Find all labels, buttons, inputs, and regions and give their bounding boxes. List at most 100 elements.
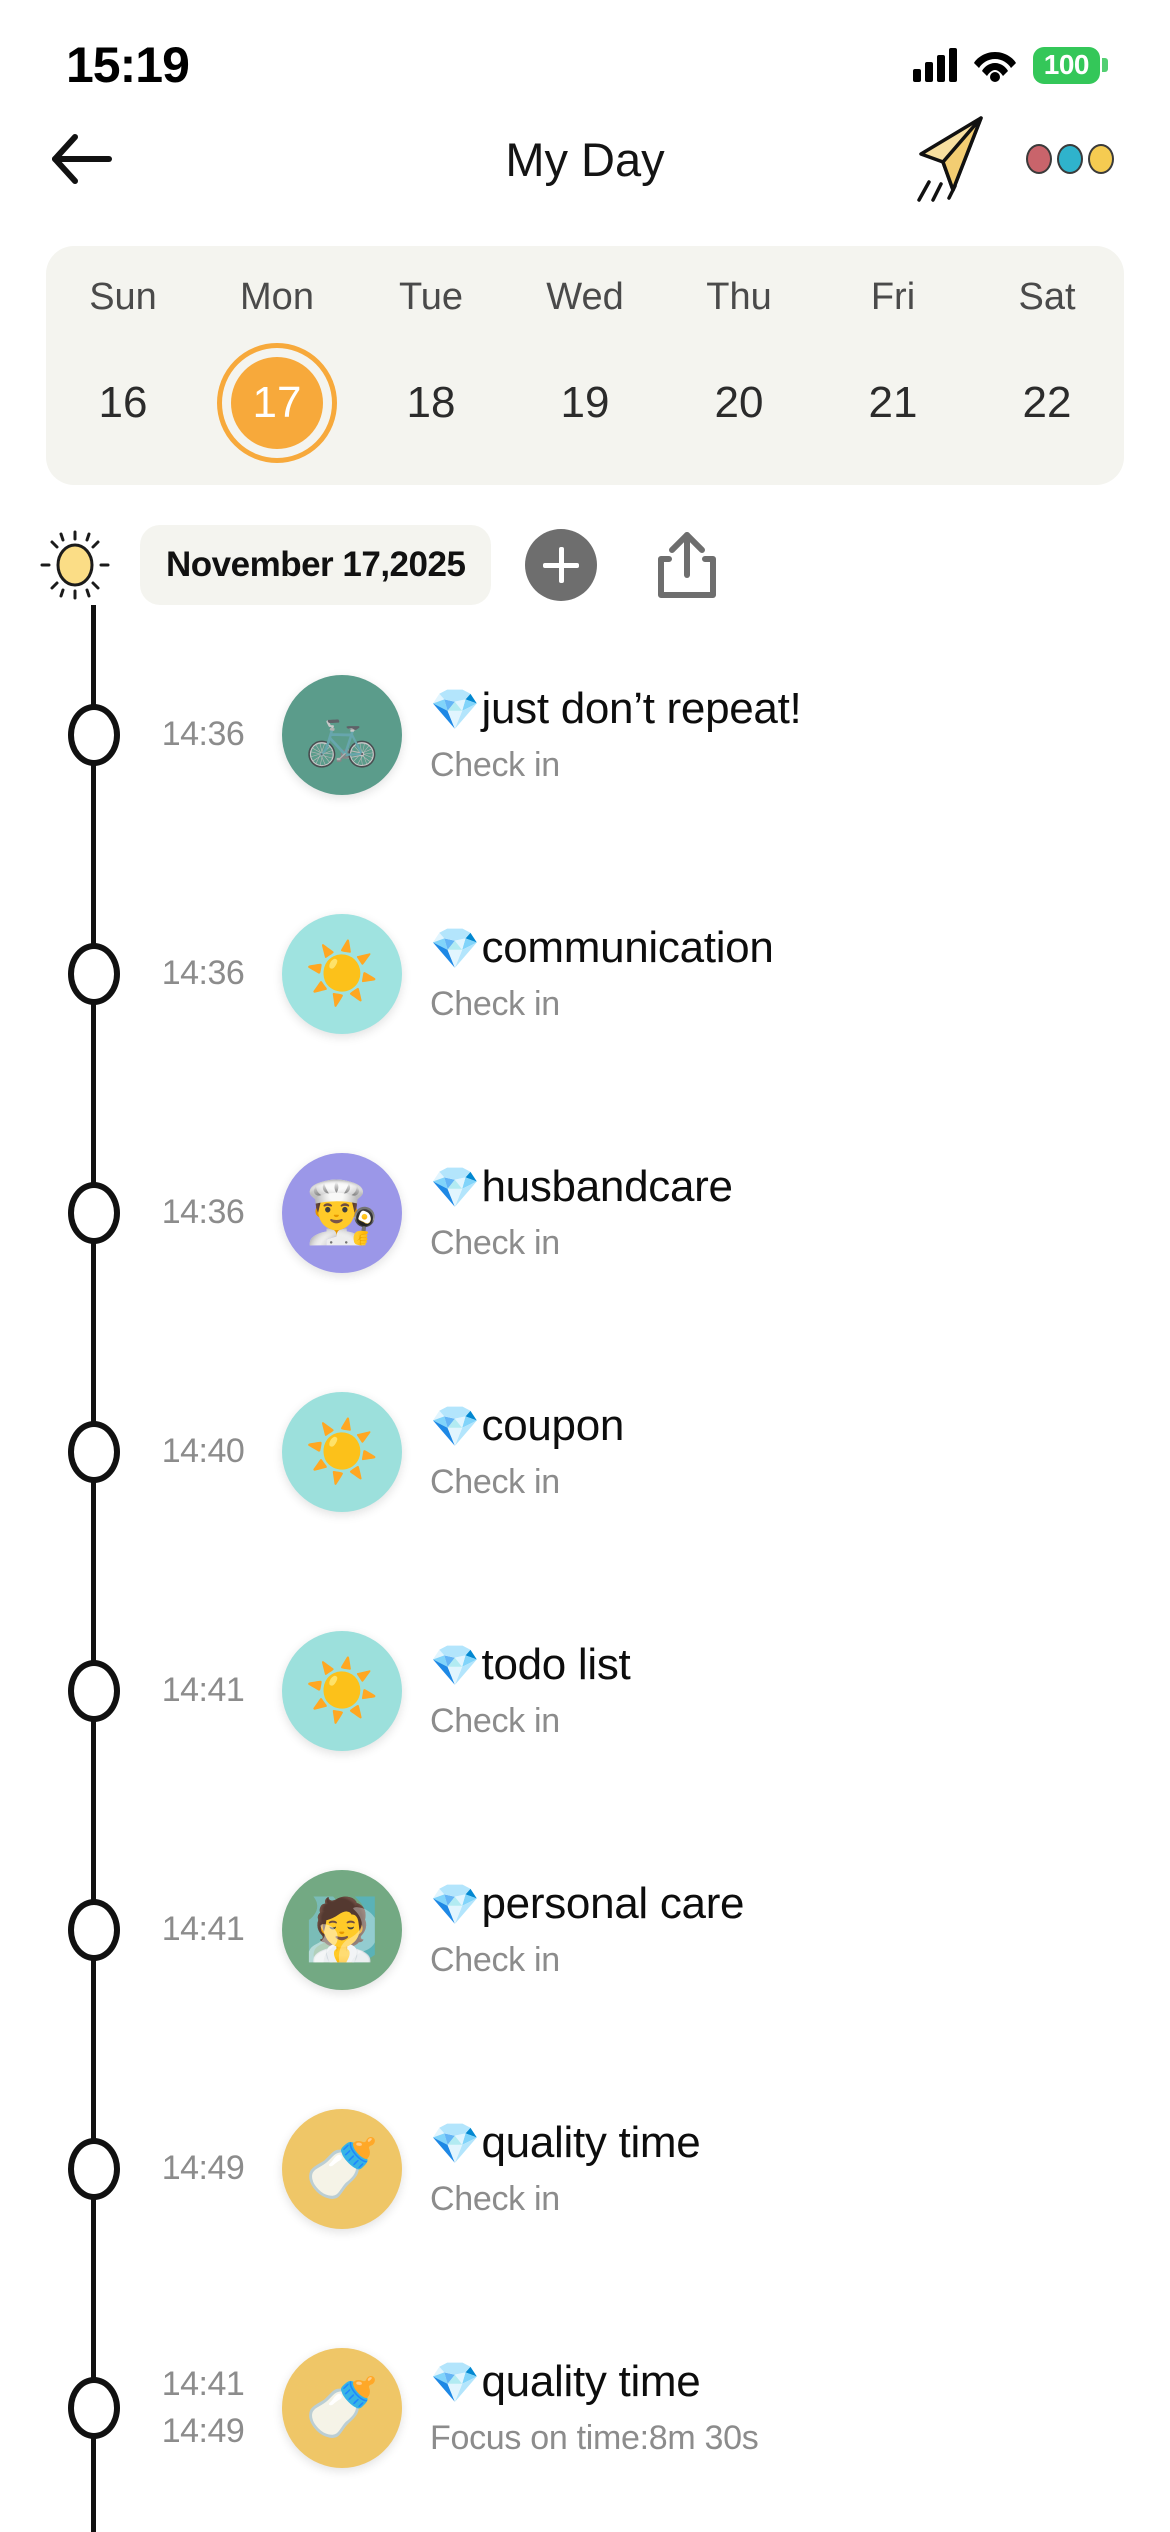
timeline-time: 14:41 <box>161 2364 245 2403</box>
spa-face-icon[interactable]: 🧖 <box>282 1869 402 1990</box>
timeline-spine <box>91 605 96 2532</box>
share-button[interactable] <box>649 527 725 603</box>
timeline-times: 14:41 14:49 <box>128 2361 278 2455</box>
navigation-bar: My Day <box>0 104 1170 214</box>
timeline-times: 14:36 <box>128 1189 278 1236</box>
calendar-date-cell[interactable]: 21 <box>816 355 970 451</box>
back-arrow-icon <box>52 134 112 184</box>
gem-icon: 💎 <box>430 687 480 732</box>
baby-bottle-icon[interactable]: 🍼 <box>282 2347 402 2468</box>
calendar-dow-label: Tue <box>398 276 464 318</box>
timeline-title-label: husbandcare <box>481 1162 733 1211</box>
timeline-text: 💎just don’t repeat! Check in <box>430 684 802 785</box>
calendar-dow-sat: Sat <box>970 276 1124 319</box>
calendar-dow-label: Sun <box>89 276 157 318</box>
three-dots-icon <box>1026 144 1052 174</box>
status-indicators: 100 <box>912 46 1108 84</box>
share-upload-icon <box>658 532 717 598</box>
calendar-dow-fri: Fri <box>816 276 970 319</box>
calendar-date-label[interactable]: 18 <box>406 378 456 427</box>
timeline-title: 💎husbandcare <box>430 1162 733 1212</box>
timeline-node <box>68 1181 120 1244</box>
calendar-date-label[interactable]: 17 <box>200 343 354 463</box>
timeline-time: 14:49 <box>161 2411 245 2450</box>
calendar-date-label[interactable]: 21 <box>868 378 918 427</box>
status-time: 15:19 <box>66 37 190 93</box>
calendar-date-label[interactable]: 22 <box>1022 378 1072 427</box>
timeline-node <box>68 1420 120 1483</box>
timeline-node <box>68 1898 120 1961</box>
baby-bottle-icon[interactable]: 🍼 <box>282 2108 402 2229</box>
timeline-time: 14:40 <box>161 1432 245 1471</box>
timeline-time: 14:36 <box>161 715 245 754</box>
timeline-title: 💎just don’t repeat! <box>430 684 802 734</box>
calendar-date-label[interactable]: 16 <box>98 378 148 427</box>
sun-icon <box>36 526 114 604</box>
calendar-date-label[interactable]: 19 <box>560 378 610 427</box>
timeline-times: 14:49 <box>128 2145 278 2192</box>
paper-plane-icon <box>917 116 983 202</box>
wifi-icon <box>973 48 1017 82</box>
day-toolbar: November 17,2025 <box>0 485 1170 605</box>
send-button[interactable] <box>900 116 990 202</box>
three-dots-icon <box>1057 144 1083 174</box>
timeline-title-label: quality time <box>481 2118 701 2167</box>
timeline-title-label: todo list <box>481 1640 631 1689</box>
timeline-subtitle: Focus on time:8m 30s <box>430 2419 759 2457</box>
gem-icon: 💎 <box>430 1404 480 1449</box>
calendar-date-label[interactable]: 20 <box>714 378 764 427</box>
timeline-title-label: coupon <box>481 1401 625 1450</box>
calendar-date-cell[interactable]: 16 <box>46 355 200 451</box>
add-button[interactable] <box>525 529 598 601</box>
timeline-node <box>68 942 120 1005</box>
person-care-icon[interactable]: 👨‍🍳 <box>282 1152 402 1273</box>
timeline-times: 14:40 <box>128 1428 278 1475</box>
sun-icon[interactable]: ☀️ <box>282 913 402 1034</box>
gem-icon: 💎 <box>430 2121 480 2166</box>
calendar-dow-sun: Sun <box>46 276 200 319</box>
timeline-title: 💎quality time <box>430 2118 701 2168</box>
battery-icon: 100 <box>1032 46 1108 84</box>
calendar-dow-label: Sat <box>1018 276 1076 318</box>
timeline-node <box>68 703 120 766</box>
calendar-date-cell[interactable]: 20 <box>662 355 816 451</box>
timeline-subtitle: Check in <box>430 746 560 784</box>
calendar-date-row[interactable]: 16 17 18 19 20 21 22 <box>46 343 1124 463</box>
timeline-node <box>68 2137 120 2200</box>
timeline-subtitle: Check in <box>430 1463 560 1501</box>
calendar-dow-label: Wed <box>546 276 624 318</box>
timeline-entry[interactable]: 15:0515:35🧖💎personal careFocus on time:3… <box>0 2527 1170 2532</box>
timeline-time: 14:41 <box>161 1671 245 1710</box>
timeline-title: 💎todo list <box>430 1640 631 1690</box>
bicycle-icon[interactable]: 🚲 <box>282 674 402 795</box>
selected-date-label[interactable]: November 17,2025 <box>140 525 492 605</box>
timeline-entry[interactable]: 14:36 🚲 💎just don’t repeat! Check in <box>0 615 1170 854</box>
calendar-date-cell[interactable]: 18 <box>354 355 508 451</box>
more-options-button[interactable] <box>1016 124 1124 194</box>
timeline-title-label: just don’t repeat! <box>481 684 802 733</box>
status-bar: 15:19 100 <box>0 0 1170 104</box>
timeline-subtitle: Check in <box>430 1224 560 1262</box>
sun-icon[interactable]: ☀️ <box>282 1630 402 1751</box>
calendar-date-cell[interactable]: 17 <box>200 343 354 463</box>
calendar-date-cell[interactable]: 22 <box>970 355 1124 451</box>
back-button[interactable] <box>38 116 124 202</box>
gem-icon: 💎 <box>430 1882 480 1927</box>
sun-icon[interactable]: ☀️ <box>282 1391 402 1512</box>
calendar-date-cell[interactable]: 19 <box>508 355 662 451</box>
timeline-times: 14:36 <box>128 711 278 758</box>
